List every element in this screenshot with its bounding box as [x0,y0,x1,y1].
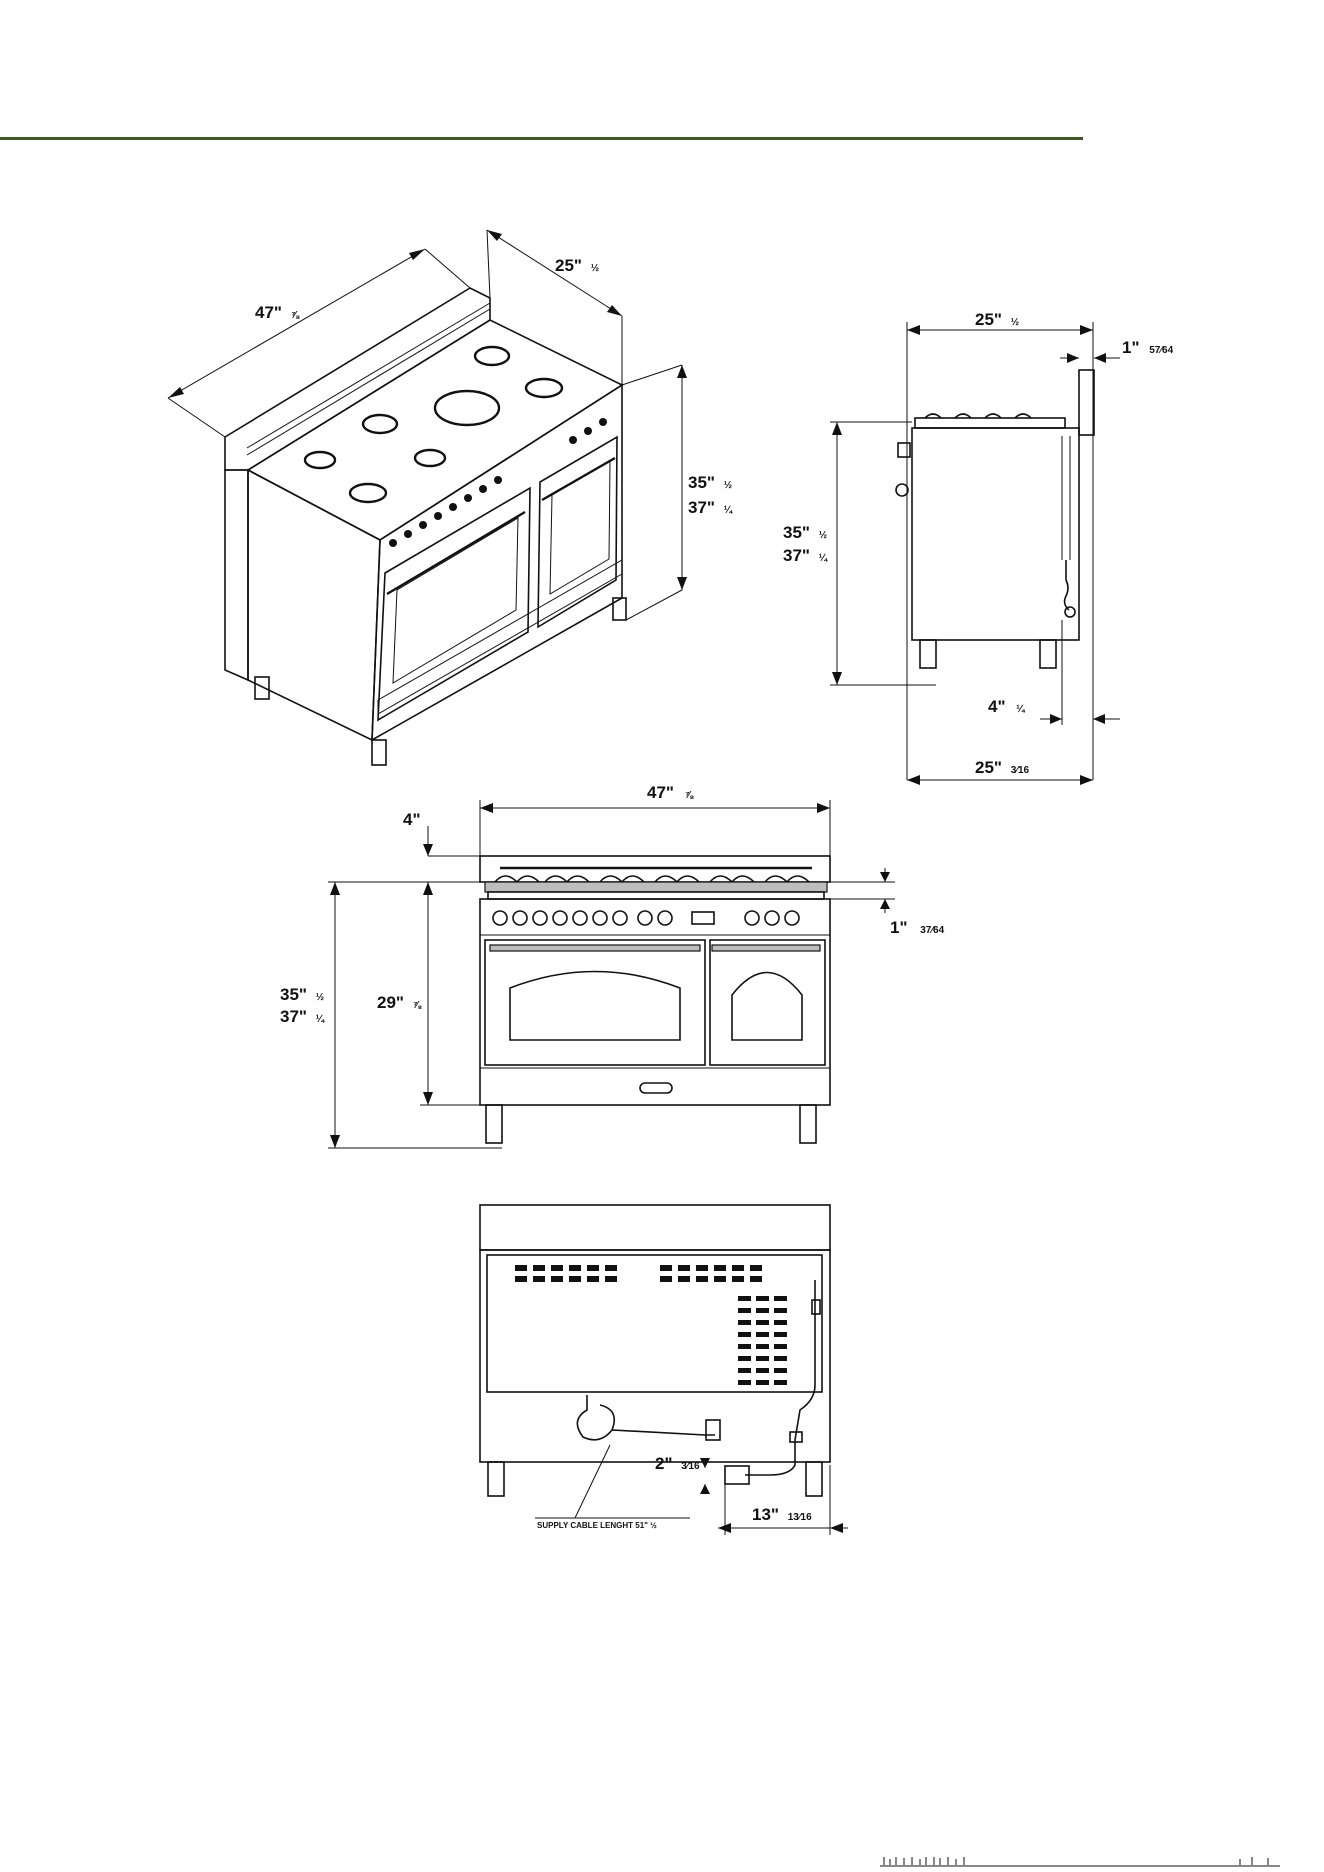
rear-supply-cable-label: SUPPLY CABLE LENGHT 51" ½ [537,1521,657,1530]
rear-supply-cable [577,1395,715,1440]
iso-depth-label: 25" ½ [555,256,599,275]
rear-view: 2" 3⁄16 13" 13⁄16 SUPPLY CABLE LENGHT 51… [480,1205,848,1535]
rear-gas-offset-label: 2" 3⁄16 [655,1454,700,1473]
front-leg [800,1105,816,1143]
isometric-view: 47" ⅞ 25" ½ 35" ½ 37" ¼ [168,230,733,765]
iso-width-label: 47" ⅞ [255,303,300,322]
rear-backguard [480,1205,830,1250]
side-depth-top-label: 25" ½ [975,310,1019,329]
rear-gas-side-label: 13" 13⁄16 [752,1505,812,1524]
side-backguard [1079,370,1094,435]
front-drawer-badge [640,1083,672,1093]
side-depth-bottom-label: 25" 3⁄16 [975,758,1030,777]
iso-front-face [372,385,622,740]
front-cooktop-gap-label: 1" 37⁄64 [890,918,945,937]
side-height-max-label: 37" ¼ [783,546,828,565]
front-height-min-label: 35" ½ [280,985,324,1004]
iso-burner [305,452,335,468]
iso-leg [255,677,269,699]
iso-burner [526,379,562,397]
rear-leg [806,1462,822,1496]
side-leg [920,640,936,668]
iso-burner [363,415,397,433]
side-view: 25" ½ 1" 57⁄64 35" ½ 37" ¼ 4" ¼ 25" 3⁄16 [783,310,1174,785]
footer-scribble [880,1855,1280,1867]
side-height-min-label: 35" ½ [783,523,827,542]
front-height-max-label: 37" ¼ [280,1007,325,1026]
front-small-oven [710,940,825,1065]
iso-left-side [225,470,248,680]
side-backguard-label: 1" 57⁄64 [1122,338,1174,357]
iso-leg [372,740,386,765]
side-body [912,428,1079,640]
iso-burner [435,391,499,425]
front-small-oven-window [732,973,802,1041]
front-large-oven-window [510,972,680,1041]
front-width-label: 47" ⅞ [647,783,694,802]
front-grates [495,876,809,882]
front-large-oven [485,940,705,1065]
iso-burner [350,484,386,502]
front-body [480,899,830,1105]
side-foot-offset-label: 4" ¼ [988,697,1025,716]
front-backguard-label: 4" [403,810,421,829]
iso-small-oven [538,437,617,627]
iso-cooktop [248,320,622,540]
rear-leg [488,1462,504,1496]
iso-height-max-label: 37" ¼ [688,498,733,517]
iso-burner [415,450,445,466]
front-knobs [493,911,799,925]
side-leg [1040,640,1056,668]
front-leg [486,1105,502,1143]
front-oven-height-label: 29" ⅞ [377,993,422,1012]
rear-vents-top [515,1265,762,1282]
iso-burner [475,347,509,365]
rear-vents-side [738,1296,787,1385]
front-view: 47" ⅞ 4" 1" 37⁄64 35" ½ 37" ¼ 29" ⅞ [280,783,945,1148]
iso-height-min-label: 35" ½ [688,473,732,492]
